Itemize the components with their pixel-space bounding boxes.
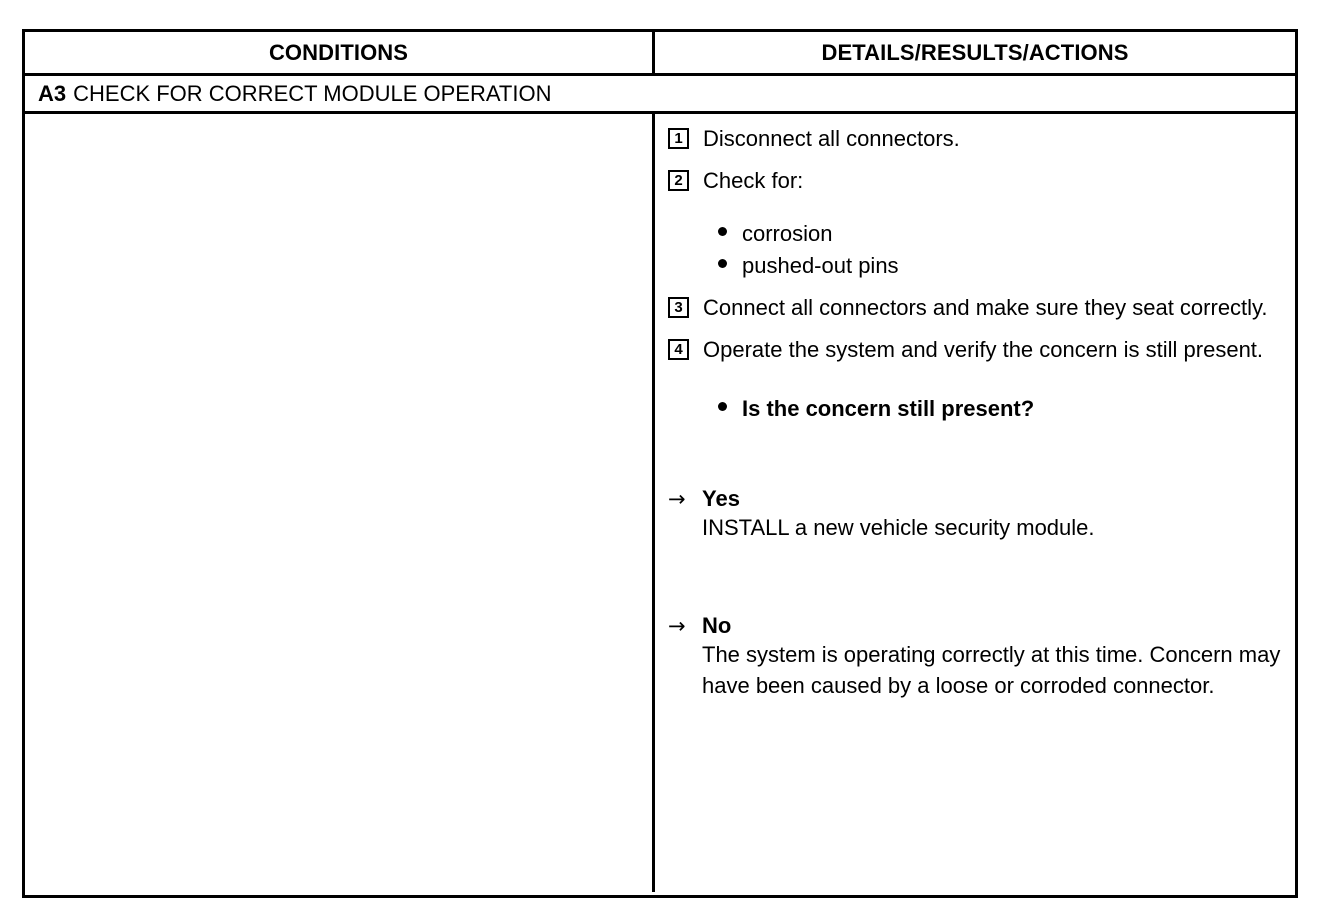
step-text: Connect all connectors and make sure the… xyxy=(703,295,1268,320)
step-1: 1 Disconnect all connectors. xyxy=(668,123,1285,154)
table-header-row: CONDITIONS DETAILS/RESULTS/ACTIONS xyxy=(25,32,1295,76)
bullet-dot-icon xyxy=(718,259,727,268)
step-number-box: 2 xyxy=(668,170,689,191)
branch-no: → No The system is operating correctly a… xyxy=(668,612,1285,701)
question-bullet-list: Is the concern still present? xyxy=(718,393,1285,425)
bullet-dot-icon xyxy=(718,227,727,236)
bullet-label: corrosion xyxy=(742,221,833,246)
list-item: pushed-out pins xyxy=(718,250,1285,282)
bullet-label: pushed-out pins xyxy=(742,253,899,278)
column-header-conditions: CONDITIONS xyxy=(25,32,655,73)
details-cell: 1 Disconnect all connectors. 2 Check for… xyxy=(655,114,1295,892)
step-number-box: 3 xyxy=(668,297,689,318)
branch-action-text: INSTALL a new vehicle security module. xyxy=(702,515,1095,540)
branch-label-no: No xyxy=(702,613,732,638)
branch-body: Yes INSTALL a new vehicle security modul… xyxy=(702,485,1285,543)
step-number-box: 4 xyxy=(668,339,689,360)
step-number-box: 1 xyxy=(668,128,689,149)
check-for-bullet-list: corrosion pushed-out pins xyxy=(718,218,1285,282)
spacer xyxy=(668,435,1285,485)
branch-action-text: The system is operating correctly at thi… xyxy=(702,642,1281,698)
spacer xyxy=(668,543,1285,612)
branch-body: No The system is operating correctly at … xyxy=(702,612,1285,701)
arrow-right-icon: → xyxy=(668,487,686,511)
branch-yes: → Yes INSTALL a new vehicle security mod… xyxy=(668,485,1285,543)
list-item: corrosion xyxy=(718,218,1285,250)
branch-label-yes: Yes xyxy=(702,486,740,511)
procedure-title: CHECK FOR CORRECT MODULE OPERATION xyxy=(73,80,552,106)
step-text: Disconnect all connectors. xyxy=(703,126,960,151)
step-4: 4 Operate the system and verify the conc… xyxy=(668,334,1285,365)
bullet-dot-icon xyxy=(718,402,727,411)
step-3: 3 Connect all connectors and make sure t… xyxy=(668,292,1285,323)
procedure-code: A3 xyxy=(38,80,67,106)
step-text: Operate the system and verify the concer… xyxy=(703,337,1264,362)
question-label: Is the concern still present? xyxy=(742,396,1035,421)
procedure-title-row: A3 CHECK FOR CORRECT MODULE OPERATION xyxy=(25,76,1295,114)
conditions-cell xyxy=(25,114,655,892)
arrow-right-icon: → xyxy=(668,614,686,638)
table-body-row: 1 Disconnect all connectors. 2 Check for… xyxy=(25,114,1295,892)
column-header-details: DETAILS/RESULTS/ACTIONS xyxy=(821,39,1129,65)
step-2: 2 Check for: xyxy=(668,165,1285,196)
step-text: Check for: xyxy=(703,168,804,193)
diagnostic-procedure-table: CONDITIONS DETAILS/RESULTS/ACTIONS A3 CH… xyxy=(22,29,1298,898)
list-item: Is the concern still present? xyxy=(718,393,1285,425)
